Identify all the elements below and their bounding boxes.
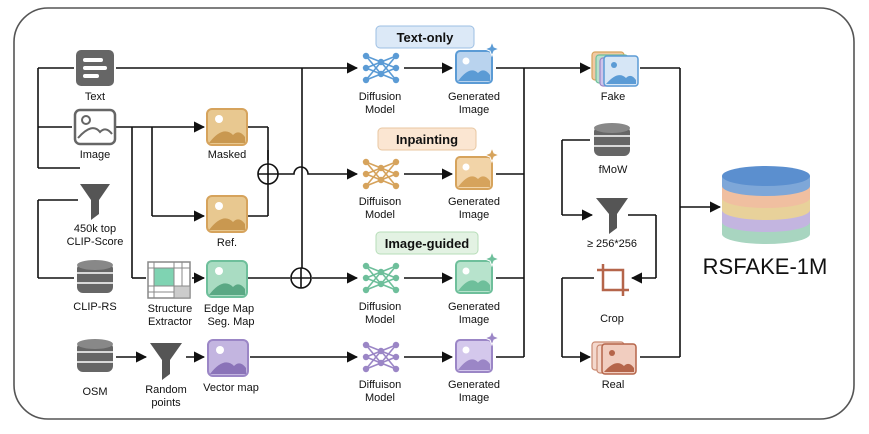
gen-1-label-line2: Image bbox=[459, 104, 490, 116]
model-4-label-line1: Diffuison bbox=[359, 379, 402, 391]
rsfake-dataset-label: RSFAKE-1M bbox=[703, 254, 828, 279]
osm-label: OSM bbox=[82, 386, 107, 398]
ref-label: Ref. bbox=[217, 237, 237, 249]
resolution-funnel-icon bbox=[596, 198, 628, 234]
real-images-stack-icon bbox=[591, 341, 637, 375]
vector-map-icon bbox=[207, 339, 249, 377]
generated-image-icons bbox=[455, 40, 501, 373]
merge-plus-bottom-icon bbox=[290, 267, 312, 289]
filter-label-line1: 450k top bbox=[74, 223, 116, 235]
structure-extractor-icon bbox=[147, 261, 191, 299]
crop-label: Crop bbox=[600, 313, 624, 325]
edge-map-label-line2: Seg. Map bbox=[207, 316, 254, 328]
diffusion-model-icon bbox=[362, 52, 400, 84]
vector-map-label: Vector map bbox=[203, 382, 259, 394]
text-label: Text bbox=[85, 91, 105, 103]
filter-funnel-icon bbox=[80, 184, 110, 220]
model-2-label-line2: Model bbox=[365, 209, 395, 221]
masked-label: Masked bbox=[208, 149, 247, 161]
fake-images-stack-icon bbox=[591, 51, 639, 87]
generated-image-icon bbox=[455, 40, 501, 84]
image-guided-pill: Image-guided bbox=[375, 231, 479, 255]
diffusion-model-icon bbox=[362, 262, 400, 294]
rsfake-database-icon bbox=[722, 166, 810, 244]
model-1-label-line1: Diffusion bbox=[359, 91, 402, 103]
generated-image-icon bbox=[455, 329, 501, 373]
gen-4-label-line1: Generated bbox=[448, 379, 500, 391]
image-label: Image bbox=[80, 149, 111, 161]
real-label: Real bbox=[602, 379, 625, 391]
resolution-label: ≥ 256*256 bbox=[587, 238, 637, 250]
generated-image-icon bbox=[455, 146, 501, 190]
model-3-label-line1: Diffusion bbox=[359, 301, 402, 313]
structure-label-line2: Extractor bbox=[148, 316, 192, 328]
crop-icon bbox=[597, 264, 629, 296]
model-4-label-line2: Model bbox=[365, 392, 395, 404]
image-guided-label: Image-guided bbox=[385, 236, 470, 251]
text-icon bbox=[76, 50, 114, 86]
gen-2-label-line2: Image bbox=[459, 209, 490, 221]
outer-frame bbox=[13, 7, 855, 420]
clip-rs-label: CLIP-RS bbox=[73, 301, 116, 313]
random-points-label-line2: points bbox=[151, 397, 181, 409]
gen-2-label-line1: Generated bbox=[448, 196, 500, 208]
fmow-label: fMoW bbox=[599, 164, 628, 176]
gen-1-label-line1: Generated bbox=[448, 91, 500, 103]
random-points-label-line1: Random bbox=[145, 384, 187, 396]
edge-map-icon bbox=[206, 260, 248, 298]
inpainting-label: Inpainting bbox=[396, 132, 458, 147]
structure-label-line1: Structure bbox=[148, 303, 193, 315]
text-only-label: Text-only bbox=[397, 30, 455, 45]
random-points-funnel-icon bbox=[150, 343, 182, 380]
fake-label: Fake bbox=[601, 91, 625, 103]
ref-image-icon bbox=[206, 195, 248, 233]
osm-database-icon bbox=[77, 339, 113, 372]
inpainting-pill: Inpainting bbox=[377, 127, 477, 151]
generated-image-icon bbox=[455, 250, 501, 294]
diffusion-model-icon bbox=[362, 158, 400, 190]
diffusion-model-icons bbox=[362, 52, 400, 373]
diffusion-model-icon bbox=[362, 341, 400, 373]
merge-plus-top-icon bbox=[257, 163, 279, 185]
model-2-label-line1: Diffuison bbox=[359, 196, 402, 208]
connector-lines bbox=[37, 62, 722, 363]
image-input-icon bbox=[73, 108, 117, 146]
model-1-label-line2: Model bbox=[365, 104, 395, 116]
text-only-pill: Text-only bbox=[375, 25, 475, 49]
gen-4-label-line2: Image bbox=[459, 392, 490, 404]
model-3-label-line2: Model bbox=[365, 314, 395, 326]
masked-image-icon bbox=[206, 108, 248, 146]
edge-map-label-line1: Edge Map bbox=[204, 303, 254, 315]
gen-3-label-line2: Image bbox=[459, 314, 490, 326]
fmow-database-icon bbox=[594, 123, 630, 156]
clip-rs-database-icon bbox=[77, 260, 113, 293]
gen-3-label-line1: Generated bbox=[448, 301, 500, 313]
filter-label-line2: CLIP-Score bbox=[67, 236, 124, 248]
